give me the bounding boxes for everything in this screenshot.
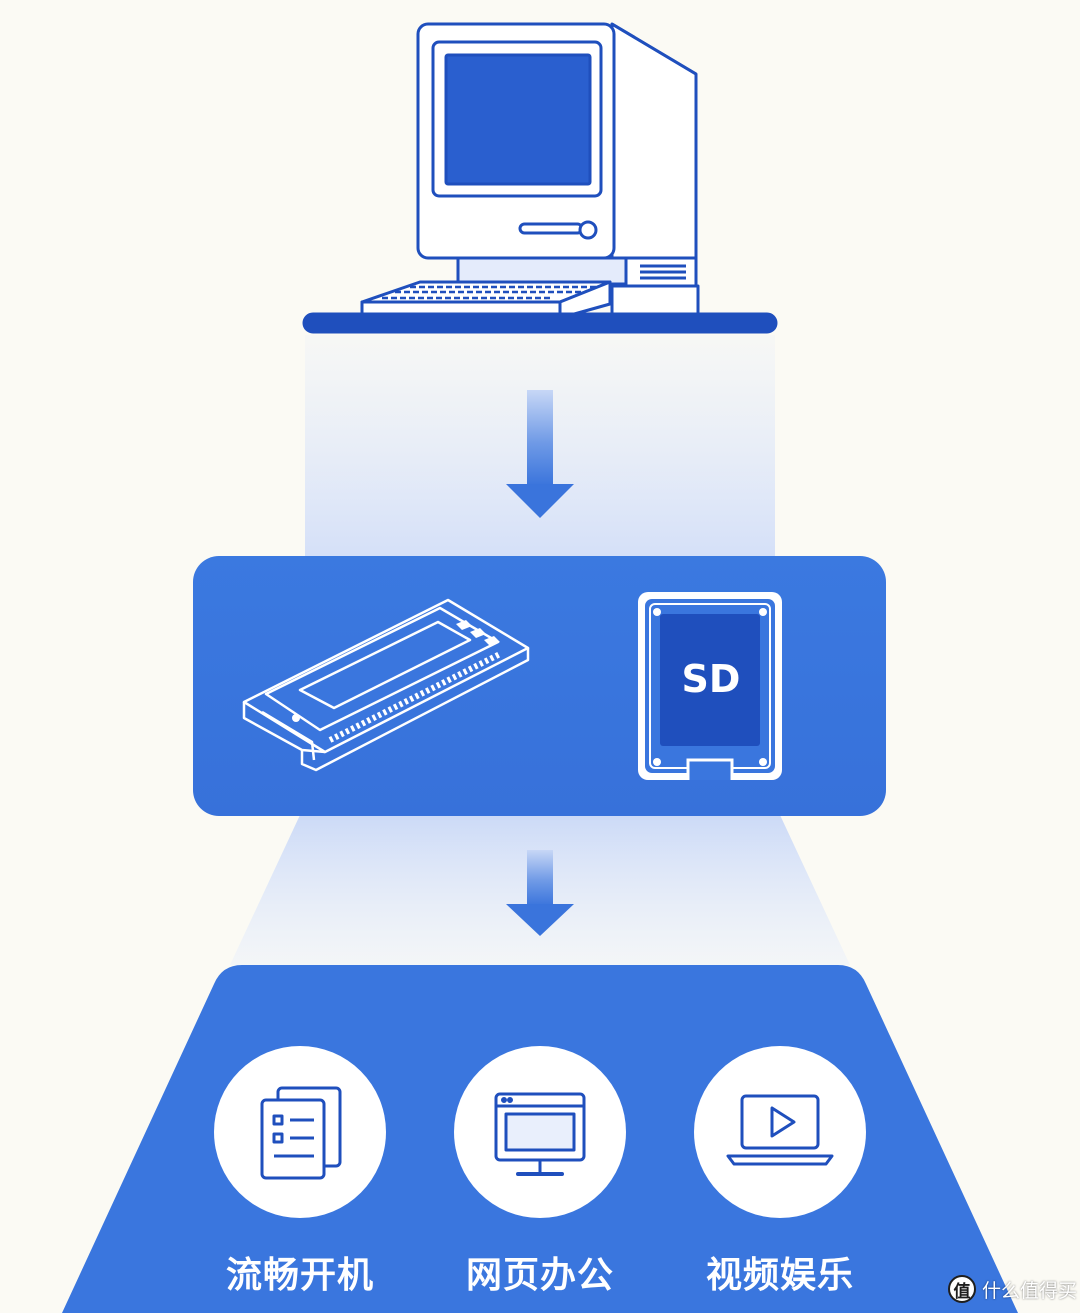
watermark-text: 什么值得买 <box>982 1279 1078 1302</box>
sd-card-icon: SD <box>638 592 782 780</box>
memory-module-icon <box>242 598 530 772</box>
watermark-badge: 值 <box>948 1275 976 1303</box>
computer-icon <box>302 22 778 334</box>
benefit-label-web-office: 网页办公 <box>465 1255 614 1296</box>
down-arrow-icon <box>506 850 574 936</box>
sd-label: SD <box>682 657 741 701</box>
benefit-label-video-entertainment: 视频娱乐 <box>705 1255 854 1296</box>
watermark: 值 什么值得买 <box>948 1272 1077 1306</box>
monitor-icon <box>494 1092 586 1176</box>
down-arrow-icon <box>506 390 574 518</box>
documents-icon <box>260 1086 342 1180</box>
benefit-label-fast-boot: 流畅开机 <box>225 1255 374 1296</box>
laptop-video-icon <box>726 1094 834 1166</box>
